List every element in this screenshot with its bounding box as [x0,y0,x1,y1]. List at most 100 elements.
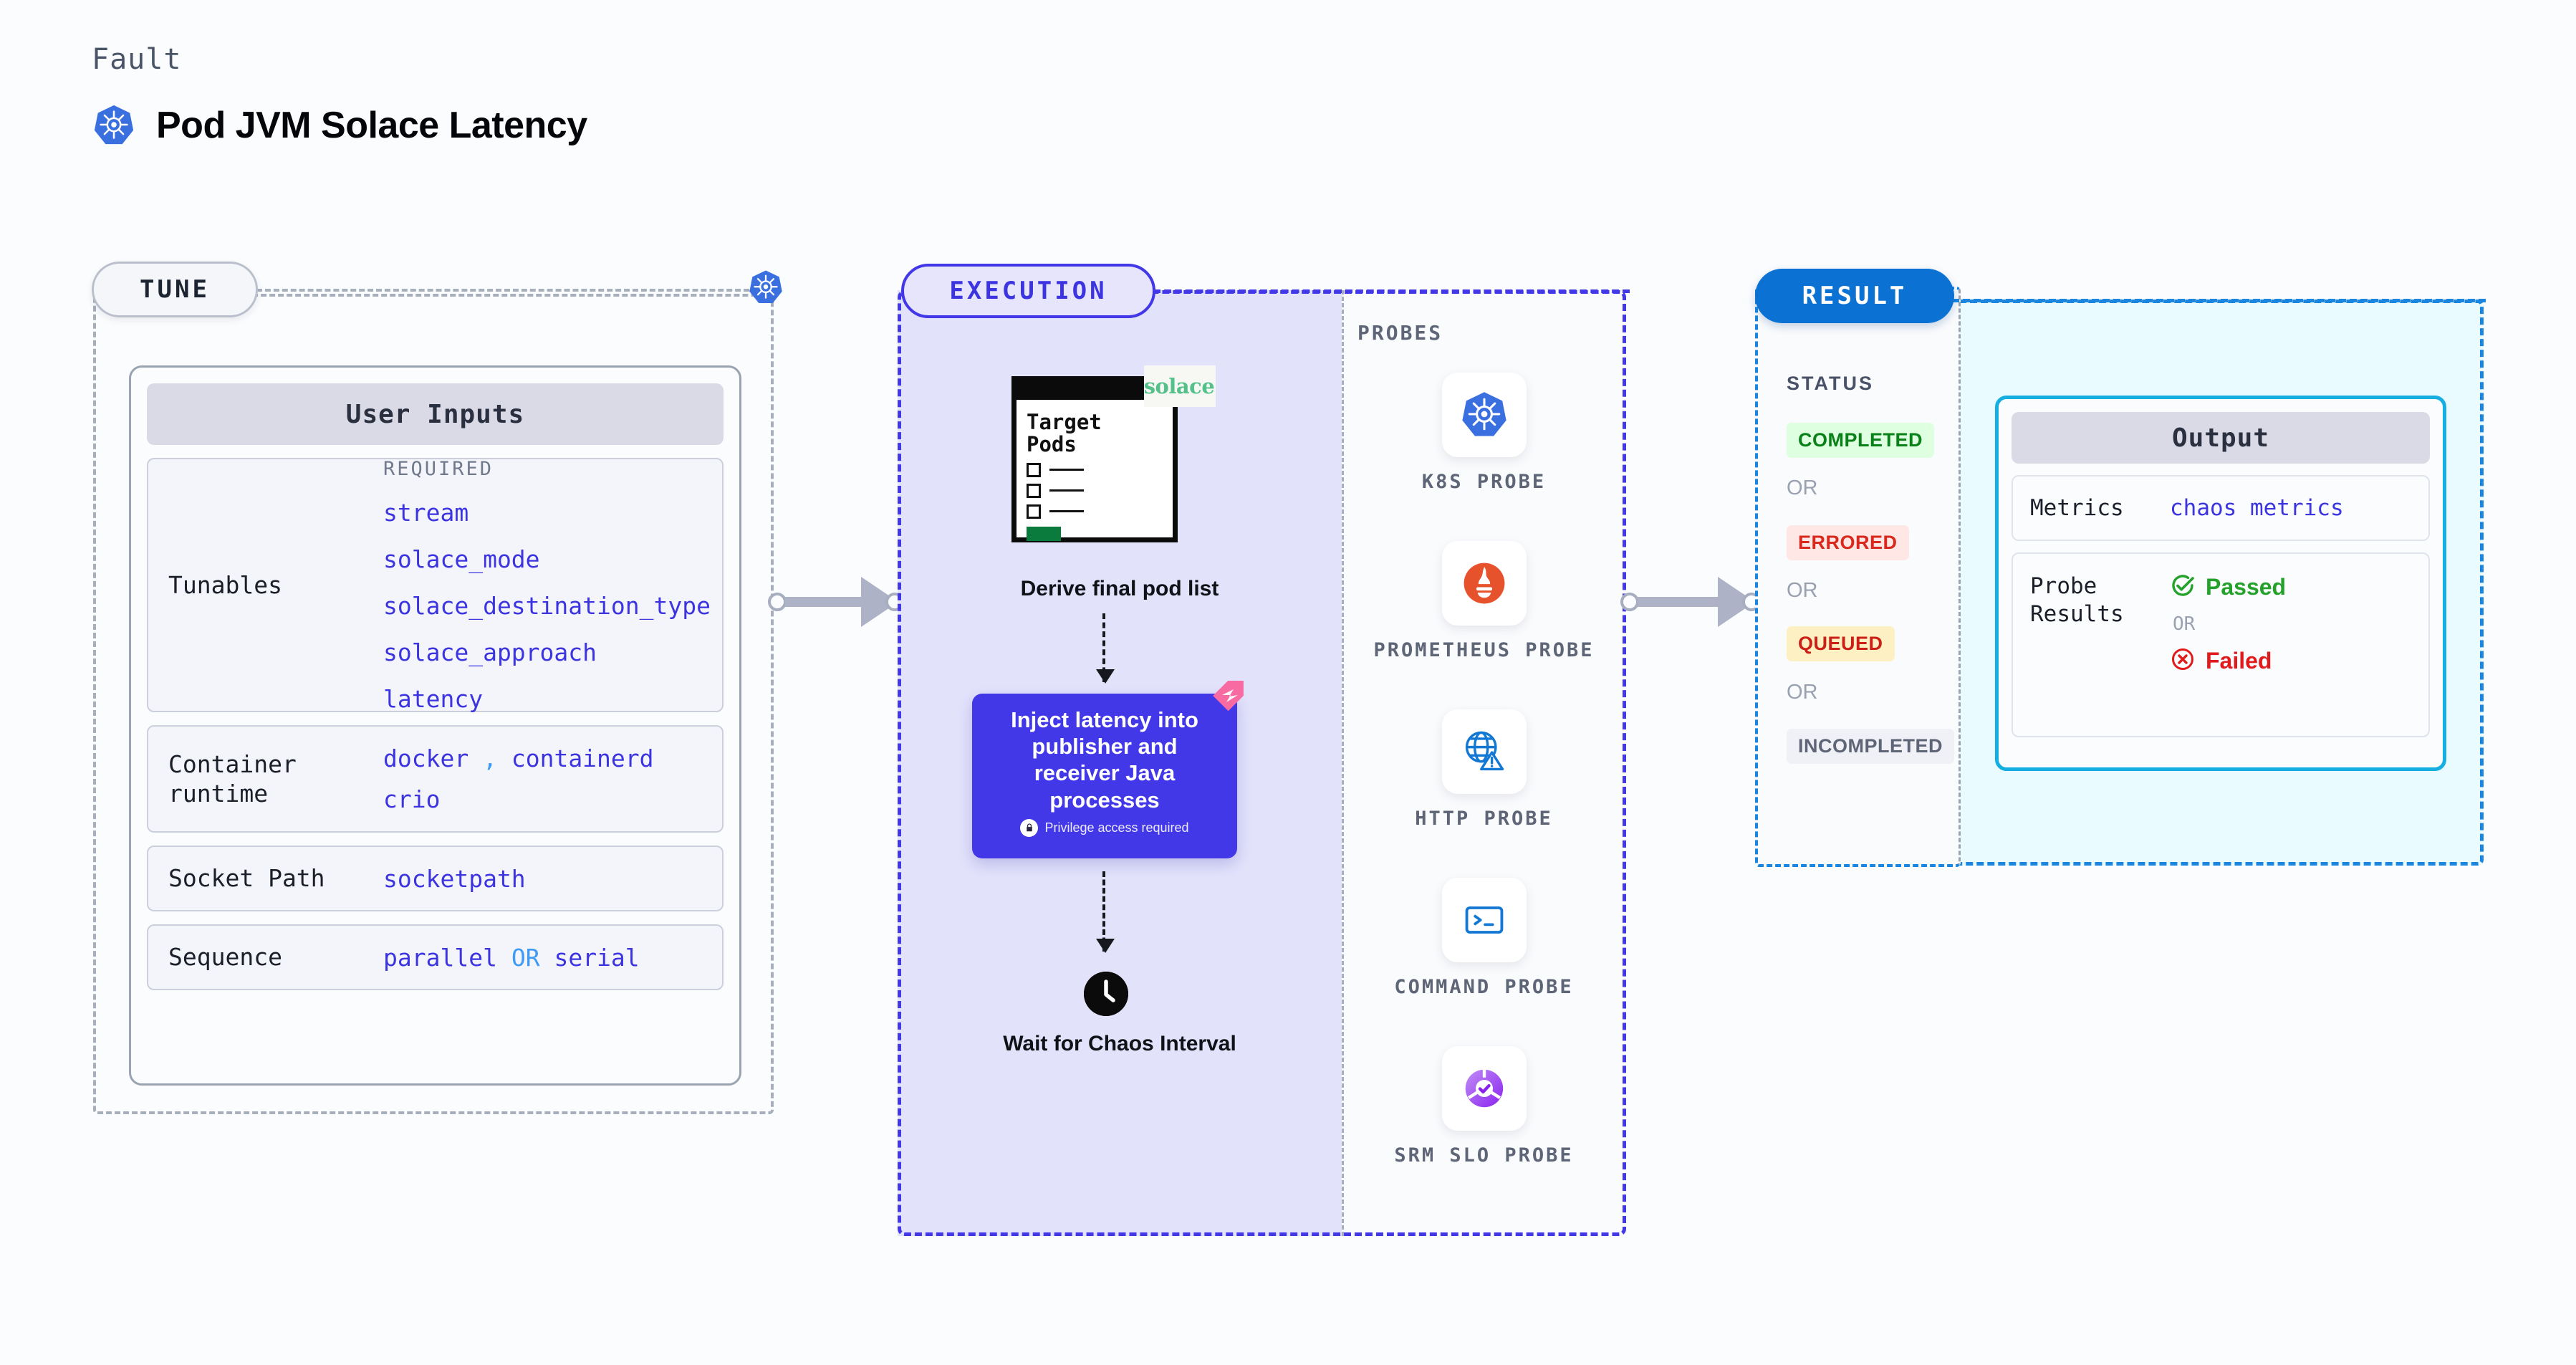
privilege-note-label: Privilege access required [1044,820,1189,835]
tunables-row: Tunables REQUIRED stream solace_mode sol… [147,458,724,713]
page-header: Fault Pod JVM Solace Latency [92,43,587,148]
checkbox-icon [1027,462,1041,477]
prometheus-icon [1441,541,1527,626]
checklist-item [1027,483,1163,498]
tunable-latency[interactable]: latency [383,684,484,713]
srm-slo-donut-icon [1441,1046,1527,1131]
socket-path-label: Socket Path [168,864,325,893]
result-badge[interactable]: RESULT [1755,269,1954,323]
sequence-values: parallel OR serial [383,944,640,972]
probes-title: PROBES [1357,321,1443,345]
kubernetes-icon [747,269,784,310]
probe-label: SRM SLO PROBE [1394,1144,1574,1167]
harness-ribbon-icon [1212,680,1254,726]
connector-dot-start [768,593,787,611]
checkbox-icon [1027,504,1041,519]
status-badge-completed: COMPLETED [1787,423,1935,458]
connector-tune-execution [768,577,904,627]
sequence-serial[interactable]: serial [554,943,640,972]
probe-label: HTTP PROBE [1415,808,1553,830]
probe-result-passed: Passed [2170,573,2286,602]
fault-eyebrow: Fault [92,43,182,76]
connector-bar [785,597,865,607]
check-circle-icon [2170,573,2196,602]
tune-badge[interactable]: TUNE [92,262,258,317]
x-circle-icon [2170,646,2196,676]
status-title: STATUS [1787,373,1874,394]
socket-path-value[interactable]: socketpath [383,864,526,893]
privilege-note: Privilege access required [991,818,1219,837]
target-pods-title: Target Pods [1027,410,1102,457]
passed-label: Passed [2206,574,2287,600]
probe-label: COMMAND PROBE [1394,976,1574,998]
tune-connector-line [256,289,758,292]
progress-bar [1027,526,1061,541]
tunable-solace-destination-type[interactable]: solace_destination_type [383,591,711,620]
sequence-label: Sequence [168,943,282,972]
result-connector-line [1952,299,2486,302]
output-header: Output [2012,412,2430,464]
runtime-separator: , [483,744,497,772]
probe-results-values: Passed OR Failed [2170,573,2286,676]
sequence-separator: OR [511,943,540,972]
solace-logo: solace [1144,365,1216,407]
output-title: Output [2171,423,2270,453]
tunables-values: REQUIRED stream solace_mode solace_desti… [383,458,711,713]
probe-command[interactable]: COMMAND PROBE [1342,878,1626,1000]
checklist-item [1027,462,1163,477]
tune-region [93,294,774,1114]
list-line [1049,469,1084,471]
probe-results-or: OR [2173,613,2196,635]
connector-bar [1638,597,1722,607]
user-inputs-header: User Inputs [147,383,724,445]
kubernetes-icon [1441,373,1527,457]
sequence-parallel[interactable]: parallel [383,943,497,972]
probe-label: PROMETHEUS PROBE [1373,639,1595,661]
tune-badge-label: TUNE [140,275,210,304]
result-badge-label: RESULT [1802,282,1908,310]
tunable-stream[interactable]: stream [383,498,469,527]
derive-pod-list-label: Derive final pod list [1020,577,1219,600]
result-status-region [1755,287,1961,867]
clock-icon [1084,972,1128,1016]
tunable-solace-approach[interactable]: solace_approach [383,638,597,666]
flow-arrow-down-2 [1096,871,1115,953]
page-title: Pod JVM Solace Latency [156,105,587,146]
user-inputs-title: User Inputs [345,399,525,429]
metrics-value[interactable]: chaos metrics [2170,495,2344,521]
inject-latency-step: Inject latency into publisher and receiv… [972,694,1237,858]
title-row: Pod JVM Solace Latency [92,103,587,148]
solace-wordmark: solace [1143,374,1215,398]
socket-path-row: Socket Path socketpath [147,846,724,911]
status-badge-incompleted: INCOMPLETED [1787,729,1955,764]
probe-results-label: Probe Results [2030,573,2124,627]
probe-prometheus[interactable]: PROMETHEUS PROBE [1342,541,1626,663]
container-runtime-label: Container runtime [168,749,297,808]
required-label: REQUIRED [383,457,494,480]
connector-execution-result [1620,577,1761,627]
terminal-icon [1441,878,1527,962]
output-card: Output Metrics chaos metrics Probe Resul… [1995,396,2446,771]
probe-srm-slo[interactable]: SRM SLO PROBE [1342,1046,1626,1168]
execution-badge[interactable]: EXECUTION [901,264,1155,318]
container-runtime-row: Container runtime docker , containerd cr… [147,725,724,833]
lock-icon [1020,818,1039,837]
runtime-crio[interactable]: crio [383,785,441,813]
status-or-1: OR [1787,476,1818,499]
checkbox-icon [1027,483,1041,498]
probe-result-failed: Failed [2170,646,2286,676]
tunable-solace-mode[interactable]: solace_mode [383,545,540,573]
execution-badge-label: EXECUTION [949,277,1107,305]
failed-label: Failed [2206,648,2272,674]
metrics-label: Metrics [2030,494,2124,521]
probe-http[interactable]: HTTP PROBE [1342,709,1626,831]
wait-chaos-interval-label: Wait for Chaos Interval [1003,1032,1236,1055]
probe-label: K8S PROBE [1421,471,1547,493]
metrics-row: Metrics chaos metrics [2012,475,2430,541]
checklist-item [1027,504,1163,519]
runtime-containerd[interactable]: containerd [511,744,654,772]
status-or-2: OR [1787,579,1818,602]
runtime-docker[interactable]: docker [383,744,469,772]
status-badge-errored: ERRORED [1787,525,1909,560]
probe-k8s[interactable]: K8S PROBE [1342,373,1626,494]
